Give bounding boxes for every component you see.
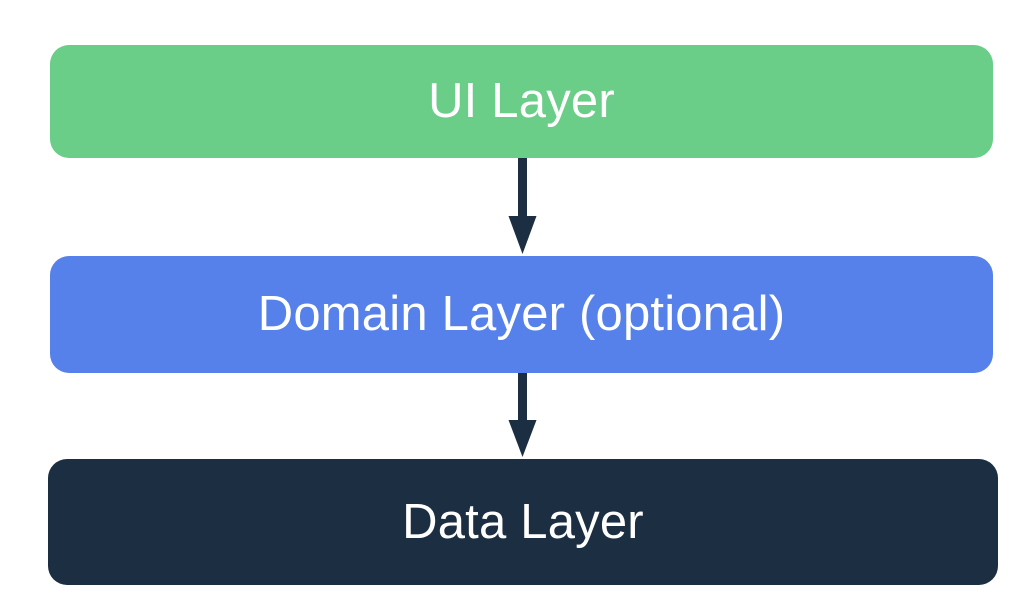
layer-box-domain[interactable]: Domain Layer (optional) xyxy=(50,256,993,373)
layer-label-ui: UI Layer xyxy=(428,74,615,128)
arrow-head-ui-to-domain xyxy=(508,216,537,254)
layer-box-data[interactable]: Data Layer xyxy=(48,459,998,585)
arrow-head-domain-to-data xyxy=(508,420,537,457)
layer-box-ui[interactable]: UI Layer xyxy=(50,45,993,158)
layer-label-data: Data Layer xyxy=(402,494,644,549)
layer-label-domain: Domain Layer (optional) xyxy=(257,287,786,341)
arrow-shaft-ui-to-domain xyxy=(518,158,527,216)
arrow-shaft-domain-to-data xyxy=(518,373,527,420)
